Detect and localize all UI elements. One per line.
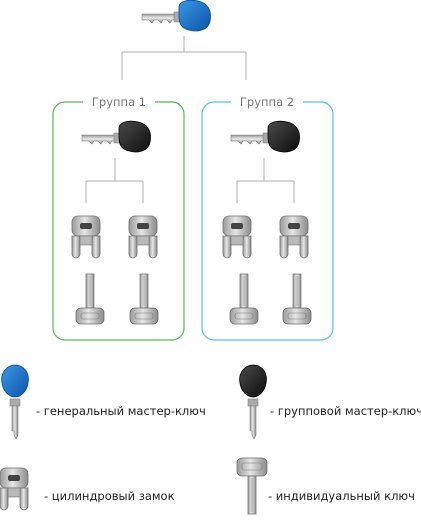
legend-individual-key-icon (236, 457, 268, 515)
group-1-label: Группа 1 (92, 95, 146, 109)
legend-grand-master-key-icon (1, 364, 29, 440)
legend-cylinder-label: - цилиндровый замок (44, 489, 175, 503)
group-2-label: Группа 2 (240, 95, 294, 109)
cylinder-lock-icon (279, 215, 309, 259)
individual-key-icon (282, 273, 312, 325)
group-1-connector (85, 158, 144, 203)
cylinder-lock-icon (222, 215, 252, 259)
group-2-master-key-icon (230, 120, 300, 153)
group-1-box: Группа 1 (52, 95, 185, 341)
legend-group-master-key-icon (239, 364, 267, 440)
cylinder-lock-icon (128, 215, 158, 259)
legend-group-master-label: - групповой мастер-ключ (270, 404, 421, 418)
cylinder-lock-icon (71, 215, 101, 259)
individual-key-icon (229, 273, 259, 325)
legend-individual-label: - индивидуальный ключ (268, 489, 415, 503)
top-connector (121, 36, 247, 80)
group-2-connector (236, 158, 295, 203)
grand-master-key-icon (141, 0, 211, 32)
group-2-box: Группа 2 (201, 95, 334, 341)
individual-key-icon (75, 273, 105, 325)
individual-key-icon (129, 273, 159, 325)
group-1-master-key-icon (81, 120, 151, 153)
legend-cylinder-lock-icon (0, 467, 29, 511)
legend-grand-master-label: - генеральный мастер-ключ (36, 404, 206, 418)
